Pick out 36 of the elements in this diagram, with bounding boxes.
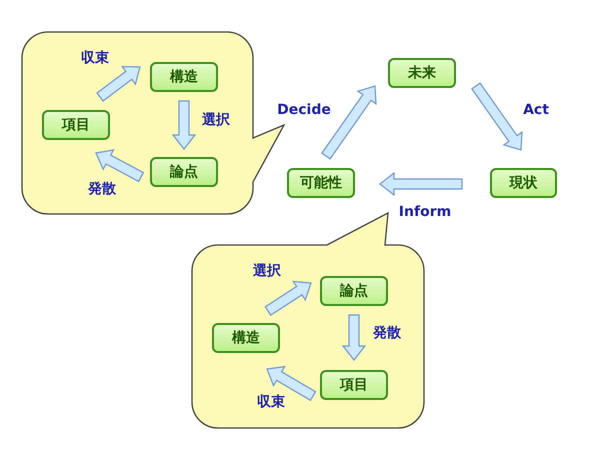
term-box xyxy=(490,168,557,198)
edge-label: Act xyxy=(523,102,549,118)
block-arrow xyxy=(342,314,366,361)
term-box xyxy=(388,58,456,88)
term-text: 現状 xyxy=(510,174,538,192)
term-text: 未来 xyxy=(408,64,436,82)
term-box xyxy=(320,276,388,306)
edge-label: 発散 xyxy=(88,180,116,198)
block-arrow xyxy=(95,149,144,182)
term-box xyxy=(287,168,355,198)
term-text: 構造 xyxy=(170,68,198,86)
term-text: 構造 xyxy=(232,329,260,347)
edge-label: 選択 xyxy=(253,262,281,280)
edge-label: 選択 xyxy=(202,111,230,129)
term-text: 項目 xyxy=(62,116,90,134)
block-arrow xyxy=(321,85,377,160)
edge-label: Decide xyxy=(277,102,331,118)
block-arrow xyxy=(264,280,312,316)
edge-label: Inform xyxy=(398,204,452,220)
term-box xyxy=(150,157,218,187)
term-box xyxy=(320,370,388,400)
term-box xyxy=(212,323,280,353)
term-text: 論点 xyxy=(170,163,198,181)
term-text: 論点 xyxy=(340,282,368,300)
block-arrow xyxy=(471,82,523,151)
term-box xyxy=(42,110,110,140)
term-box xyxy=(150,62,218,92)
edge-label: 収束 xyxy=(81,49,109,67)
block-arrow xyxy=(172,100,196,150)
block-arrow xyxy=(96,66,141,102)
block-arrow xyxy=(379,172,463,196)
edge-label: 発散 xyxy=(373,324,401,342)
term-text: 可能性 xyxy=(300,174,342,192)
edge-label: 収束 xyxy=(257,393,285,411)
term-text: 項目 xyxy=(340,376,368,394)
block-arrow xyxy=(266,366,316,402)
